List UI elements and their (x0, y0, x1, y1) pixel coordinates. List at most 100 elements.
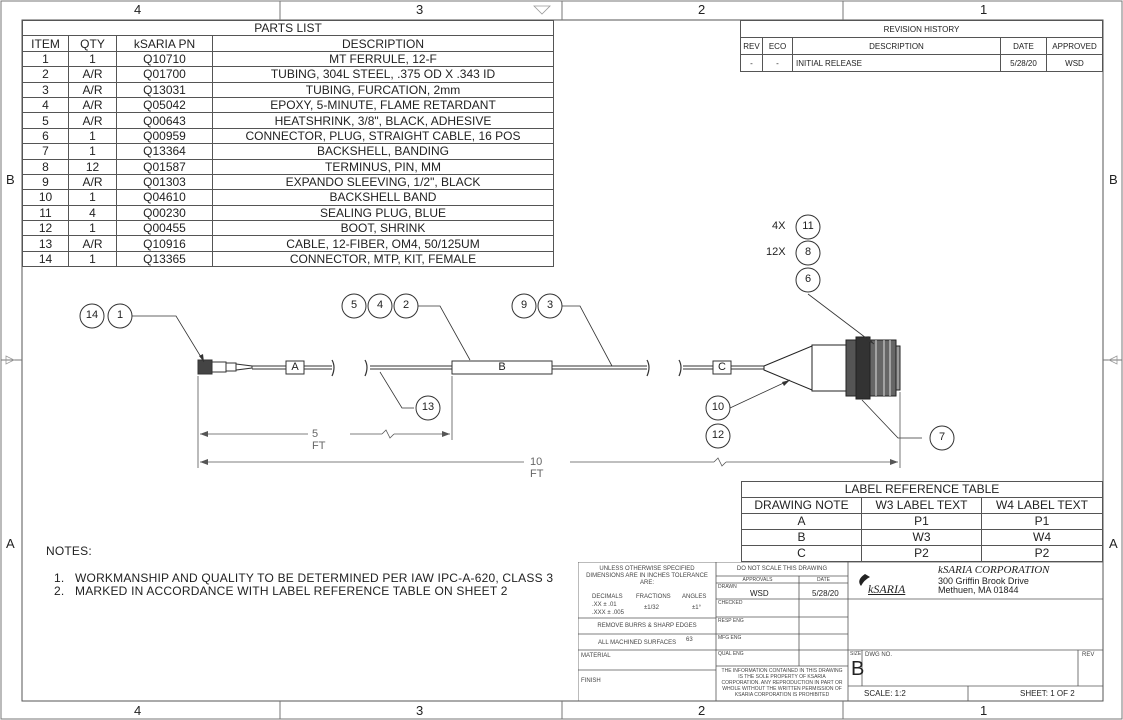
col-pn: kSARIA PN (116, 35, 213, 52)
cell: Q13031 (116, 81, 213, 98)
label-a-box (285, 360, 305, 375)
cell: TUBING, 304L STEEL, .375 OD X .343 ID (212, 66, 554, 83)
cell: 10 (22, 189, 69, 206)
qual-eng-label: QUAL ENG (718, 651, 744, 657)
rev-label: REV (1082, 652, 1095, 658)
drawing-label-c: C (718, 361, 726, 373)
mtp-connector (197, 359, 253, 375)
drawn-date: 5/28/20 (812, 589, 839, 598)
balloon-11: 11 (802, 220, 814, 232)
qty-4x: 4X (772, 220, 786, 232)
company-address-2: Methuen, MA 01844 (938, 585, 1019, 595)
cell: TUBING, FURCATION, 2mm (212, 81, 554, 98)
qty-12x: 12X (766, 246, 786, 258)
cell: W3 (861, 529, 982, 546)
col-item: ITEM (22, 35, 69, 52)
ksaria-logo-mark (859, 574, 870, 586)
circular-connector (763, 336, 901, 400)
do-not-scale: DO NOT SCALE THIS DRAWING (736, 566, 828, 572)
cell: A/R (68, 112, 117, 129)
revision-header: REV ECO DESCRIPTION DATE APPROVED (740, 37, 1103, 55)
cell: BACKSHELL, BANDING (212, 143, 554, 160)
balloon-10: 10 (711, 401, 725, 413)
zone-row-b: B (6, 172, 15, 187)
cell: Q01587 (116, 158, 213, 175)
cell: 1 (68, 250, 117, 268)
mfg-eng-label: MFG ENG (718, 635, 742, 641)
fractions-label: FRACTIONS (636, 594, 671, 600)
cell: Q10916 (116, 235, 213, 252)
cell: 1 (68, 143, 117, 160)
revision-history-title: REVISION HISTORY (740, 20, 1103, 38)
ksaria-logo: kSARIA (868, 582, 906, 596)
cell: 4 (22, 96, 69, 114)
cell: WSD (1046, 54, 1103, 72)
fractions-value: ±1/32 (644, 605, 659, 611)
cell: 8 (22, 158, 69, 175)
cell: BACKSHELL BAND (212, 189, 554, 206)
parts-list-title: PARTS LIST (22, 19, 554, 37)
cell: CABLE, 12-FIBER, OM4, 50/125UM (212, 235, 554, 252)
cell: 1 (68, 127, 117, 145)
cell: Q00959 (116, 127, 213, 145)
cell: 12 (22, 220, 69, 237)
balloon-7: 7 (938, 431, 946, 443)
zone-col-4: 4 (134, 2, 142, 17)
cell: Q01700 (116, 66, 213, 83)
zone-col-3: 3 (416, 2, 424, 17)
balloon-14: 14 (85, 309, 99, 321)
note-1: 1. WORKMANSHIP AND QUALITY TO BE DETERMI… (54, 571, 554, 585)
decimals-label: DECIMALS (592, 594, 623, 600)
cell: Q00455 (116, 220, 213, 237)
cell: TERMINUS, PIN, MM (212, 158, 554, 175)
balloon-9: 9 (520, 299, 528, 311)
cell: P2 (861, 545, 982, 562)
company-name: kSARIA CORPORATION (938, 564, 1050, 576)
cell: Q00643 (116, 112, 213, 129)
drawing-label-a: A (291, 361, 299, 373)
cell: A/R (68, 81, 117, 98)
cell: CONNECTOR, MTP, KIT, FEMALE (212, 250, 554, 268)
cell: 13 (22, 235, 69, 252)
title-block: UNLESS OTHERWISE SPECIFIED DIMENSIONS AR… (578, 562, 1103, 701)
scale: SCALE: 1:2 (864, 689, 906, 698)
zone-col-3-bottom: 3 (416, 703, 424, 718)
cell: CONNECTOR, PLUG, STRAIGHT CABLE, 16 POS (212, 127, 554, 145)
cell: 6 (22, 127, 69, 145)
cell: 5 (22, 112, 69, 129)
balloon-5: 5 (350, 299, 358, 311)
cell: 4 (68, 204, 117, 222)
balloon-1: 1 (116, 309, 124, 321)
cell: 7 (22, 143, 69, 160)
cell: P2 (981, 545, 1103, 562)
title-block-grid (578, 562, 1103, 701)
table-row: - - INITIAL RELEASE 5/28/20 WSD (740, 54, 1103, 72)
zone-col-2-bottom: 2 (698, 703, 706, 718)
cell: Q00230 (116, 204, 213, 222)
cell: - (762, 54, 793, 72)
checked-label: CHECKED (718, 600, 743, 606)
drawn-label: DRAWN (718, 584, 737, 590)
cell: Q01303 (116, 173, 213, 191)
material-label: MATERIAL (581, 653, 611, 659)
parts-list-table: PARTS LIST ITEM QTY kSARIA PN DESCRIPTIO… (22, 19, 554, 268)
label-reference-table: LABEL REFERENCE TABLE DRAWING NOTE W3 LA… (741, 481, 1103, 562)
drawn-by: WSD (750, 589, 769, 598)
balloon-3: 3 (546, 299, 554, 311)
tolerance-header: UNLESS OTHERWISE SPECIFIED DIMENSIONS AR… (586, 566, 708, 586)
angles-label: ANGLES (682, 594, 707, 600)
cell: 3 (22, 81, 69, 98)
resp-eng-label: RESP ENG (718, 618, 744, 624)
machined-surfaces-value: 63 (686, 637, 693, 643)
cell: B (741, 529, 862, 546)
cell: Q13364 (116, 143, 213, 160)
machined-surfaces: ALL MACHINED SURFACES (598, 640, 677, 646)
